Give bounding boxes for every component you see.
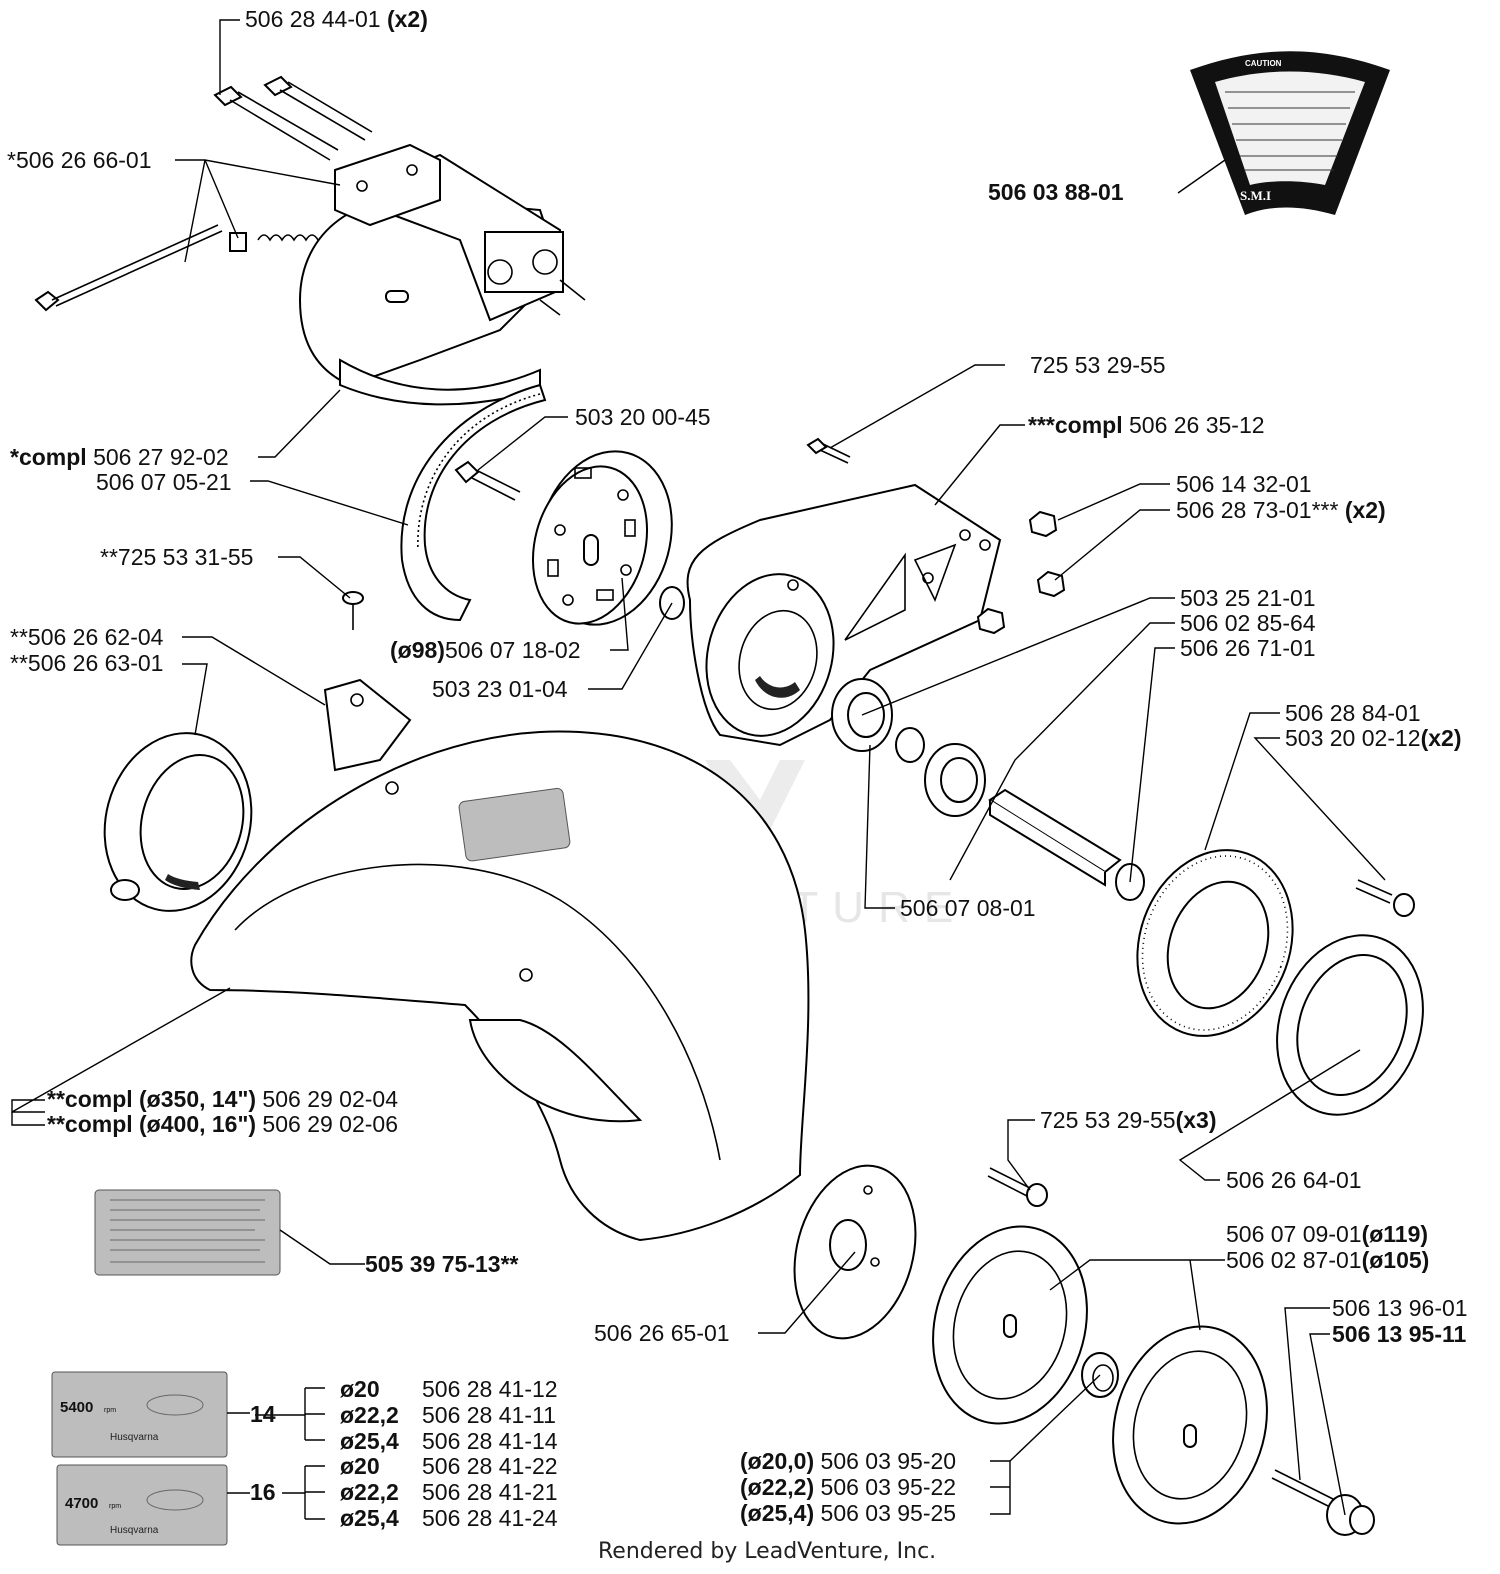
label-group-14: 14 (250, 1401, 276, 1427)
label-flange-6501: 506 26 65-01 (594, 1320, 730, 1346)
brand-4700: Husqvarna (110, 1525, 159, 1536)
svg-text:506 28 41-24: 506 28 41-24 (422, 1505, 558, 1531)
svg-text:506 28 41-11: 506 28 41-11 (422, 1402, 556, 1428)
brand-5400: Husqvarna (110, 1432, 159, 1443)
label-plate-6401: 506 26 64-01 (1226, 1167, 1362, 1193)
label-nut-2873: 506 28 73-01*** (x2) (1176, 497, 1386, 523)
label-bolt-503: 503 20 00-45 (575, 404, 711, 430)
caution-title: CAUTION (1245, 59, 1282, 68)
plate-drawing (1276, 934, 1424, 1116)
label-nut-1432: 506 14 32-01 (1176, 471, 1312, 497)
belt-cover-drawing (34, 75, 586, 406)
allen-screw-drawing (1355, 879, 1415, 917)
label-compl-cover: ***compl 506 26 35-12 (1028, 412, 1265, 438)
svg-text:ø20: ø20 (340, 1453, 380, 1479)
rpm-decal-5400: 5400 rpm Husqvarna (51, 1371, 228, 1458)
label-screw-3155: **725 53 31-55 (100, 544, 253, 570)
label-flange-0901: 506 07 09-01(ø119) (1226, 1221, 1428, 1247)
seal-ring-drawing (103, 732, 253, 912)
screw-x3-drawing (987, 1167, 1048, 1207)
big-flange-2-drawing (1112, 1325, 1268, 1525)
rpm-decal-4700: 4700 rpm Husqvarna (56, 1464, 228, 1546)
label-6204: **506 26 62-04 (10, 624, 164, 650)
arbor-bolt-drawing (1271, 1469, 1375, 1536)
label-bushing-20: (ø20,0) 506 03 95-20 (740, 1448, 956, 1474)
label-bearing-2521: 503 25 21-01 (1180, 585, 1316, 611)
shaft-drawing (988, 788, 1145, 901)
label-belt: 506 07 05-21 (96, 469, 232, 495)
label-bolt-1396: 506 13 96-01 (1332, 1295, 1468, 1321)
label-shaft: 506 07 08-01 (900, 895, 1036, 921)
rpm-value-5400: 5400 (60, 1399, 93, 1416)
label-spacer-8564: 506 02 85-64 (1180, 610, 1316, 636)
label-6301: **506 26 63-01 (10, 650, 163, 676)
svg-text:ø20: ø20 (340, 1376, 380, 1402)
label-washer-7101: 506 26 71-01 (1180, 635, 1316, 661)
leader-lines (11, 19, 1386, 1520)
label-ring-8401: 506 28 84-01 (1285, 700, 1421, 726)
svg-text:ø22,2: ø22,2 (340, 1402, 399, 1428)
svg-text:506 28 41-14: 506 28 41-14 (422, 1428, 558, 1454)
footer-credit: Rendered by LeadVenture, Inc. (598, 1539, 936, 1564)
bearings-drawing (831, 678, 986, 817)
pulley-drawing (531, 450, 673, 626)
label-group-16: 16 (250, 1479, 276, 1505)
svg-text:ø25,4: ø25,4 (340, 1505, 399, 1531)
warning-decal-drawing (94, 1189, 281, 1276)
svg-text:506 28 41-12: 506 28 41-12 (422, 1376, 558, 1402)
label-bushing-22: (ø22,2) 506 03 95-22 (740, 1474, 956, 1500)
label-caution-decal: 506 03 88-01 (988, 179, 1124, 205)
serrated-ring-drawing (1136, 849, 1294, 1037)
knob-drawing (323, 591, 412, 772)
caution-decal: CAUTION S.M.I (1190, 51, 1390, 215)
blade-guard-drawing (190, 730, 810, 1242)
label-decal-3975: 505 39 75-13** (365, 1251, 519, 1277)
pulley-bolt-drawing (454, 460, 521, 501)
label-compl-belt-cover: *compl 506 27 92-02 (10, 444, 229, 470)
label-screw-x3: 725 53 29-55(x3) (1040, 1107, 1216, 1133)
label-flange-8701: 506 02 87-01(ø105) (1226, 1247, 1429, 1273)
caution-brand: S.M.I (1240, 188, 1271, 203)
label-bolt-1395: 506 13 95-11 (1332, 1321, 1467, 1347)
svg-text:rpm: rpm (104, 1407, 116, 1414)
svg-text:ø22,2: ø22,2 (340, 1479, 399, 1505)
label-bolt-top: 506 28 44-01 (x2) (245, 6, 428, 32)
rpm-value-4700: 4700 (65, 1495, 98, 1512)
small-screw-725-drawing (806, 437, 851, 464)
svg-text:rpm: rpm (109, 1503, 121, 1510)
big-flange-1-drawing (932, 1225, 1088, 1425)
svg-text:506 28 41-22: 506 28 41-22 (422, 1453, 558, 1479)
svg-text:506 28 41-21: 506 28 41-21 (422, 1479, 558, 1505)
label-bushing-25: (ø25,4) 506 03 95-25 (740, 1500, 956, 1526)
label-ring-0104: 503 23 01-04 (432, 676, 568, 702)
label-pulley: (ø98)506 07 18-02 (390, 637, 581, 663)
drive-belt-drawing (400, 383, 547, 622)
label-guard-400: **compl (ø400, 16") 506 29 02-06 (47, 1111, 398, 1137)
label-screw-0212: 503 20 02-12(x2) (1285, 725, 1461, 751)
part-labels: 506 28 44-01 (x2) *506 26 66-01 506 03 8… (7, 6, 1468, 1531)
label-tension-screw: *506 26 66-01 (7, 147, 152, 173)
svg-text:ø25,4: ø25,4 (340, 1428, 399, 1454)
label-guard-350: **compl (ø350, 14") 506 29 02-04 (47, 1086, 398, 1112)
label-screw-725: 725 53 29-55 (1030, 352, 1166, 378)
cutting-arm-cover-drawing (686, 483, 1002, 747)
